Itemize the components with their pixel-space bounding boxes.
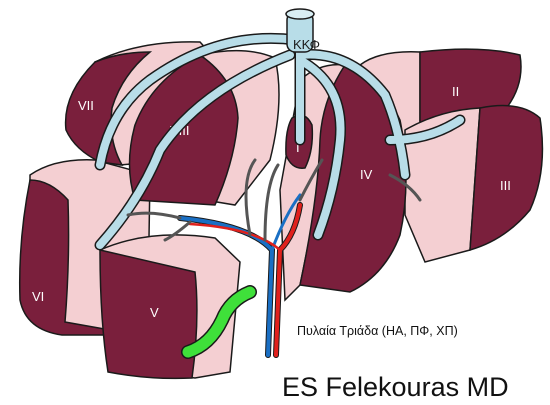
segment-v-label: V <box>150 305 159 320</box>
segment-ii-label: II <box>452 84 459 99</box>
left-hepatic-vein-branch <box>386 116 464 144</box>
segment-iv-label: IV <box>360 167 373 182</box>
ivc-label: ΚΚΦ <box>293 37 320 52</box>
portal-triad <box>177 193 303 359</box>
segment-iii-label: III <box>500 178 511 193</box>
right-hepatic-vein <box>96 34 300 169</box>
right-hepatic-vein-lower <box>96 51 294 249</box>
segment-iii: III <box>404 104 544 263</box>
segment-vii-parenchyma <box>64 51 153 166</box>
portal-triad-label: Πυλαία Τριάδα (ΗΑ, ΠΦ, ΧΠ) <box>297 324 458 338</box>
author-credit: ES Felekouras MD <box>282 372 509 402</box>
ivc-opening <box>285 8 315 20</box>
hepatic-venous-system <box>94 8 466 251</box>
middle-hepatic-vein <box>296 56 345 239</box>
left-hepatic-vein <box>296 50 409 179</box>
segment-vi-label: VI <box>32 289 44 304</box>
segment-v: V <box>99 234 241 380</box>
segment-i-label: I <box>296 140 300 155</box>
segmental-branches <box>126 158 422 242</box>
segment-v-parenchyma <box>99 249 198 380</box>
segment-iii-parenchyma <box>469 104 544 252</box>
segment-iii-cut-surface <box>404 107 481 263</box>
segment-vii-label: VII <box>78 98 94 113</box>
